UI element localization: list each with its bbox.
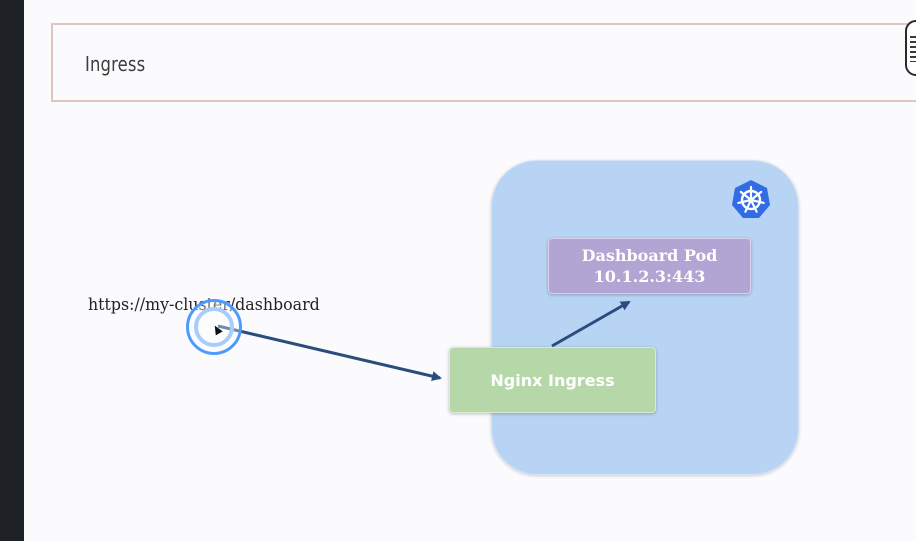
cursor-highlight-ring	[186, 299, 242, 355]
title-header: Ingress	[51, 23, 916, 102]
left-edge-bar	[0, 0, 24, 541]
pod-address: 10.1.2.3:443	[593, 267, 706, 286]
edge-url-to-ingress	[217, 324, 442, 382]
presenter-avatar	[905, 20, 916, 76]
ingress-label: Nginx Ingress	[490, 370, 615, 390]
nginx-ingress-node: Nginx Ingress	[449, 347, 656, 413]
slide-title: Ingress	[85, 52, 146, 76]
dashboard-pod-node: Dashboard Pod 10.1.2.3:443	[548, 238, 751, 294]
pod-name: Dashboard Pod	[581, 246, 718, 265]
kubernetes-icon	[732, 180, 770, 218]
